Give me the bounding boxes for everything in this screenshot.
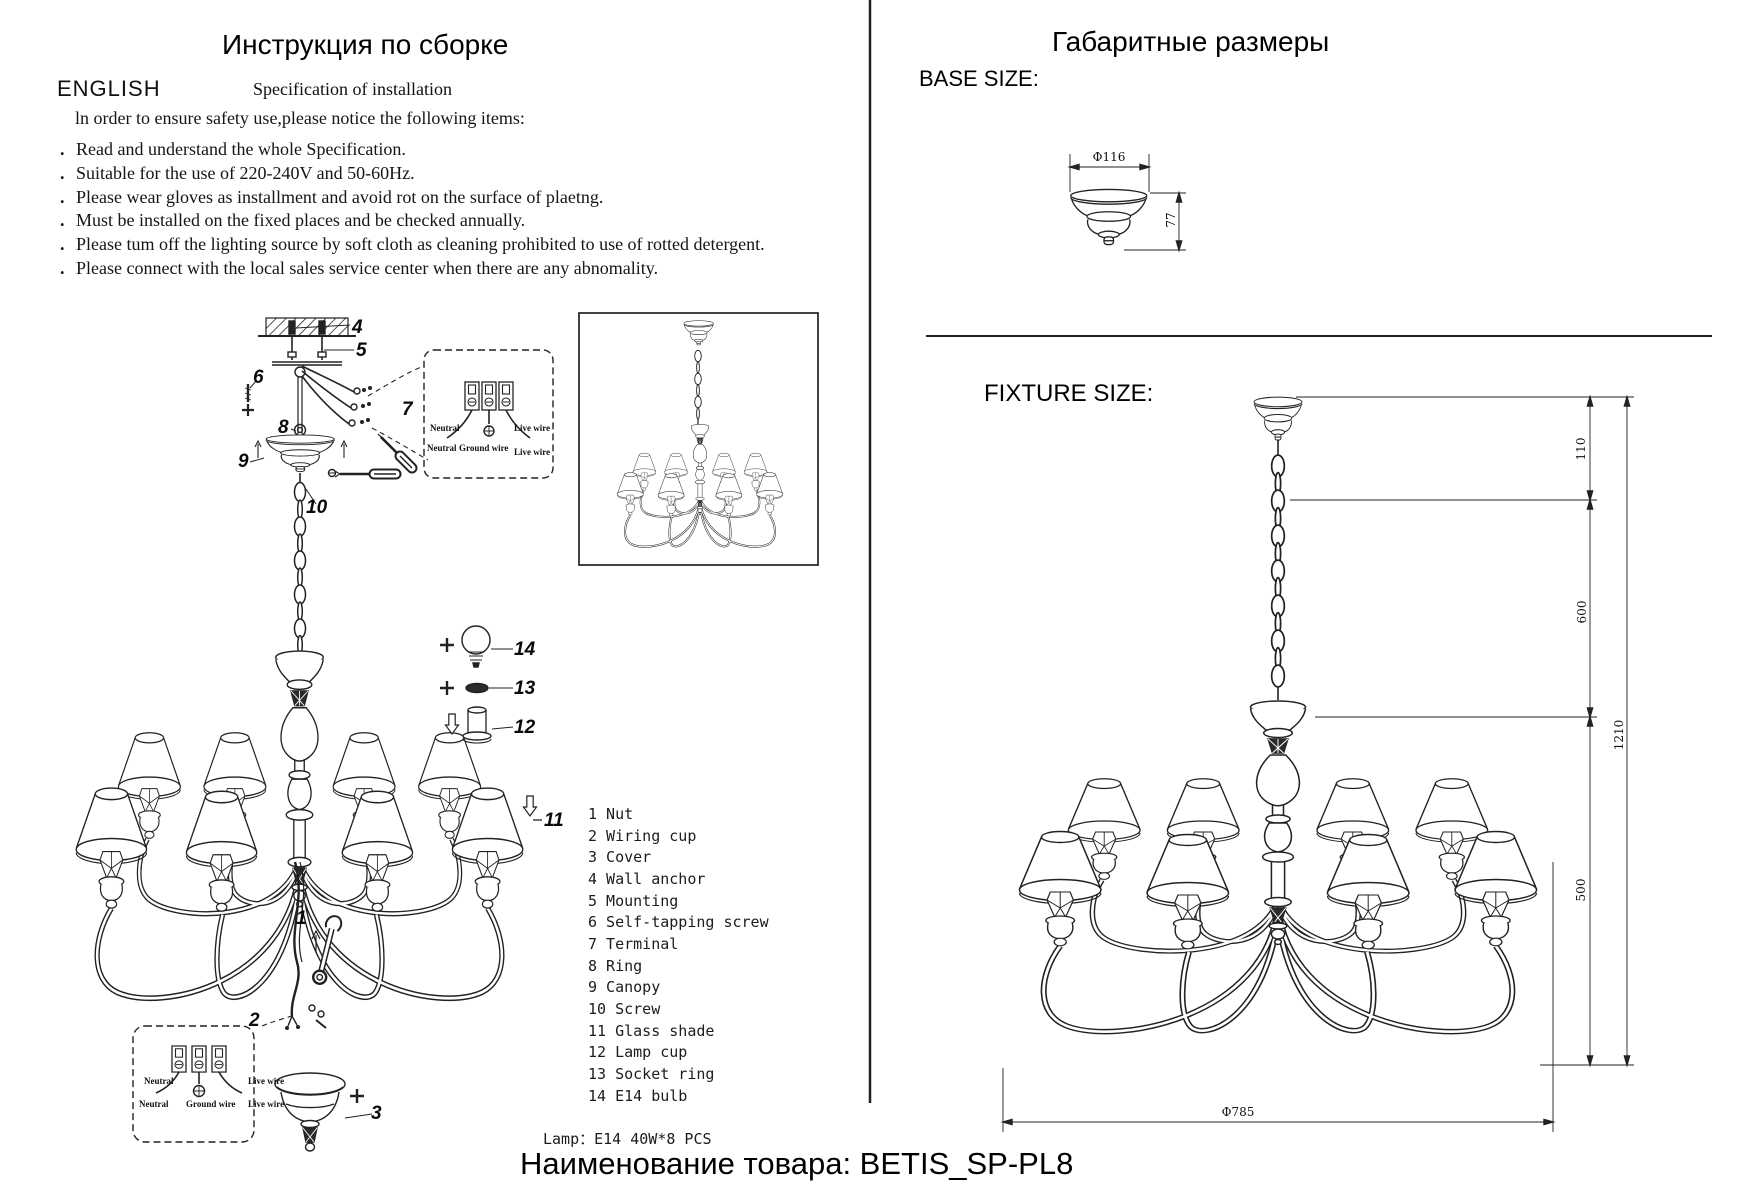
parts-list-item: 5 Mounting [588, 891, 679, 910]
parts-list-item: 3 Cover [588, 848, 652, 867]
bulb-icon [440, 625, 513, 668]
chain [293, 481, 307, 656]
base-size-drawing [1069, 154, 1186, 251]
parts-list-item: 13 Socket ring [588, 1064, 715, 1083]
parts-list-item: 8 Ring [588, 956, 643, 975]
wire-label: Neutral [144, 1076, 174, 1086]
bullet-marker: . [60, 210, 65, 231]
panel-divider [868, 0, 1712, 1103]
bullet-text: Read and understand the whole Specificat… [76, 139, 406, 159]
wiring-detail-box [132, 1025, 255, 1143]
list-item: . Please connect with the local sales ser… [60, 258, 765, 282]
dim-overall: 1210 [1612, 719, 1626, 751]
parts-list-item: 2 Wiring cup [588, 826, 697, 845]
socket-ring-icon [440, 681, 513, 695]
parts-list-item: 7 Terminal [588, 934, 679, 953]
canopy-icon [265, 434, 335, 473]
assembly-diagram [76, 312, 819, 1152]
parts-list-item: 12 Lamp cup [588, 1043, 688, 1062]
left-title: Инструкция по сборке [222, 29, 509, 60]
parts-list: 1 Nut 2 Wiring cup 3 Cover 4 Wall anchor… [588, 804, 769, 1107]
list-item: . Must be installed on the fixed places a… [60, 210, 765, 234]
callout-7: 7 [402, 399, 413, 420]
parts-list-item: 1 Nut [588, 805, 634, 823]
product-name: Наименование товара: BETIS_SP-PL8 [520, 1146, 1074, 1181]
wire-label: Live wire [514, 447, 551, 457]
terminal-detail-box [423, 349, 554, 479]
wire-label: Live wire [514, 423, 551, 433]
bullet-text: Please connect with the local sales serv… [76, 257, 659, 278]
bullet-text: Must be installed on the fixed places an… [76, 210, 526, 231]
parts-list-item: 6 Self-tapping screw [588, 913, 769, 932]
list-item: . Suitable for the use of 220-240V and 50… [60, 163, 765, 187]
wire-label: Neutral [139, 1099, 169, 1109]
hanging-wires [285, 861, 327, 1030]
dim-base-diameter: Φ116 [1092, 150, 1126, 164]
callout-1: 1 [296, 908, 307, 929]
wire-label: Ground wire [186, 1099, 236, 1109]
callout-13: 13 [514, 678, 536, 699]
bullet-marker: . [60, 162, 65, 183]
wire-label: Ground wire [459, 443, 509, 453]
bullet-text: Suitable for the use of 220-240V and 50-… [76, 162, 415, 183]
list-item: . Read and understand the whole Specifica… [60, 139, 765, 163]
dim-base-height: 77 [1164, 212, 1178, 228]
callout-6: 6 [253, 367, 264, 388]
parts-list-item: 4 Wall anchor [588, 869, 706, 888]
bullet-marker: . [60, 139, 65, 159]
screwdriver-icon-2 [327, 468, 402, 480]
wire-label: Live wire [248, 1099, 285, 1109]
right-title: Габаритные размеры [1052, 26, 1330, 57]
callout-9: 9 [238, 451, 249, 472]
callout-11: 11 [544, 810, 564, 831]
list-item: . Please wear gloves as installment and a… [60, 187, 765, 211]
parts-list-item: 9 Canopy [588, 978, 661, 997]
callout-8: 8 [278, 417, 289, 438]
base-size-label: BASE SIZE: [919, 66, 1039, 91]
fixture-body [1020, 701, 1537, 1032]
list-item: . Please tum off the lighting source by s… [60, 234, 765, 258]
dim-top: 110 [1574, 437, 1588, 461]
fixture-chain [1270, 454, 1286, 688]
parts-list-item: 11 Glass shade [588, 1021, 715, 1040]
screwdriver-icon [377, 433, 418, 474]
bullet-text: Please tum off the lighting source by so… [76, 234, 765, 255]
callout-2: 2 [249, 1010, 260, 1031]
dim-body: 500 [1574, 878, 1588, 902]
lamp-spec: Lamp：E14 40W*8 PCS [543, 1130, 712, 1148]
language-label: ENGLISH [57, 76, 161, 101]
safety-bullet-list: . Read and understand the whole Specifica… [60, 139, 765, 282]
wrench-icon [312, 915, 343, 985]
callout-5: 5 [356, 340, 367, 361]
callout-4: 4 [352, 317, 363, 338]
cover-part-icon [274, 1072, 346, 1152]
callout-12: 12 [514, 717, 536, 738]
bullet-marker: . [60, 257, 65, 278]
parts-list-item: 10 Screw [588, 999, 661, 1018]
intro-line: ln order to ensure safety use,please not… [75, 108, 525, 128]
fixture-size-label: FIXTURE SIZE: [984, 380, 1154, 407]
dim-chain: 600 [1575, 600, 1589, 624]
spec-subtitle: Specification of installation [253, 79, 452, 99]
parts-list-item: 14 E14 bulb [588, 1086, 688, 1105]
callout-10: 10 [306, 497, 328, 518]
wire-label: Live wire [248, 1076, 285, 1086]
fixture-size-drawing [1002, 396, 1634, 1132]
bullet-marker: . [60, 234, 65, 255]
bullet-text: Please wear gloves as installment and av… [76, 186, 604, 207]
callout-14: 14 [514, 639, 536, 660]
assembled-view-box [578, 312, 819, 566]
dim-fixture-diameter: Φ785 [1221, 1105, 1255, 1119]
wire-label: Neutral [427, 443, 457, 453]
wire-label: Neutral [430, 423, 460, 433]
callout-3: 3 [371, 1103, 382, 1124]
lamp-cup-icon [444, 706, 514, 744]
screw-icon [242, 384, 254, 416]
bullet-marker: . [60, 186, 65, 207]
